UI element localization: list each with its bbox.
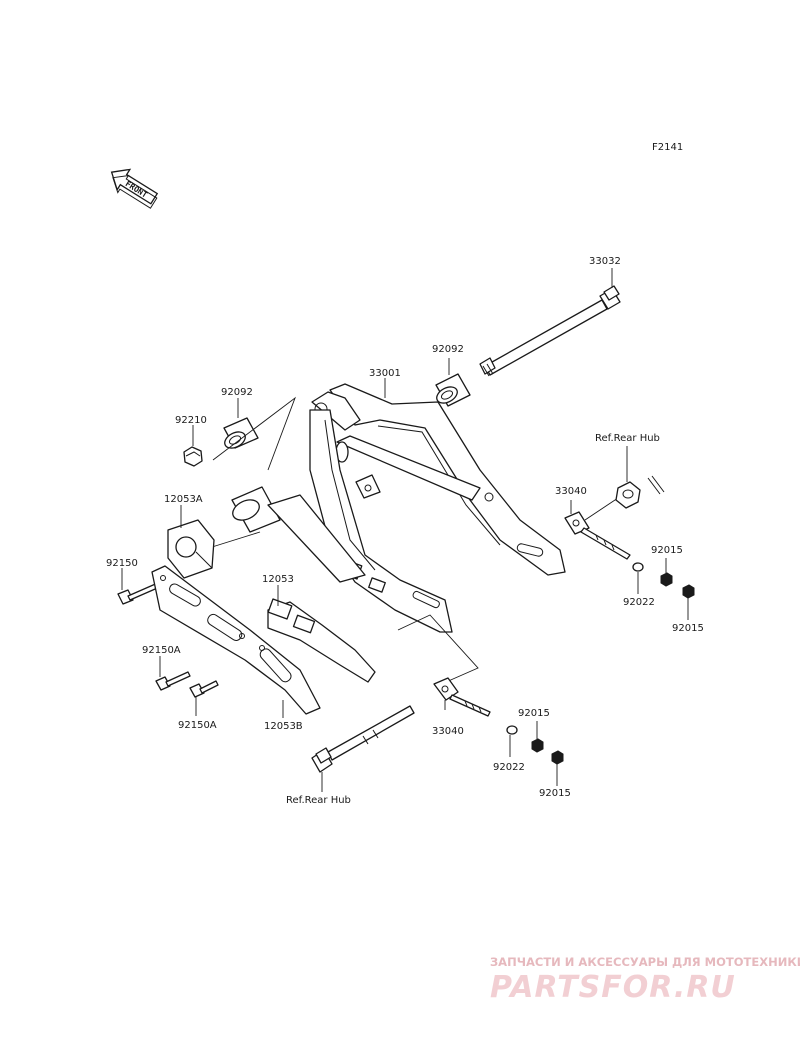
watermark-brand: PARTSFOR.RU bbox=[490, 970, 736, 1005]
label-92015-b: 92015 bbox=[672, 623, 704, 634]
guide-line-bracket bbox=[211, 531, 261, 548]
swingarm-33001 bbox=[309, 383, 566, 633]
bolt-92150A-a bbox=[155, 671, 191, 691]
label-ref-rear-hub-bottom: Ref.Rear Hub bbox=[286, 795, 351, 806]
chain-guide-plate-12053B bbox=[151, 565, 321, 715]
collar-92092-right bbox=[435, 373, 471, 407]
watermark: ЗАПЧАСТИ И АКСЕССУАРЫ ДЛЯ МОТОТЕХНИКИ PA… bbox=[490, 955, 800, 1005]
label-33040-top: 33040 bbox=[555, 486, 587, 497]
label-33040-bottom: 33040 bbox=[432, 726, 464, 737]
collar-92092-left bbox=[223, 417, 259, 449]
pivot-boss-left bbox=[231, 486, 366, 583]
front-direction-arrow-icon: FRONT bbox=[110, 168, 159, 209]
chain-adjuster-33040-bottom bbox=[433, 677, 491, 717]
nut-92015-c bbox=[531, 738, 544, 753]
label-92150: 92150 bbox=[106, 558, 138, 569]
label-12053: 12053 bbox=[262, 574, 294, 585]
label-92150A-b: 92150A bbox=[178, 720, 217, 731]
holder-12053A bbox=[167, 519, 215, 579]
label-12053B: 12053B bbox=[264, 721, 303, 732]
label-92015-a: 92015 bbox=[651, 545, 683, 556]
nut-92015-a bbox=[660, 572, 673, 587]
label-92210: 92210 bbox=[175, 415, 207, 426]
bolt-92150A-b bbox=[189, 680, 219, 698]
guide-line-collar bbox=[212, 396, 296, 471]
label-ref-rear-hub-top: Ref.Rear Hub bbox=[595, 433, 660, 444]
label-33001: 33001 bbox=[369, 368, 401, 379]
label-92015-c: 92015 bbox=[518, 708, 550, 719]
watermark-tagline: ЗАПЧАСТИ И АКСЕССУАРЫ ДЛЯ МОТОТЕХНИКИ bbox=[490, 955, 800, 969]
label-92015-d: 92015 bbox=[539, 788, 571, 799]
label-92092-left: 92092 bbox=[221, 387, 253, 398]
label-92150A-a: 92150A bbox=[142, 645, 181, 656]
diagram-code: F2141 bbox=[652, 142, 683, 153]
guide-line-axle bbox=[397, 614, 479, 687]
washer-92022-top bbox=[632, 562, 644, 572]
nut-92210 bbox=[183, 446, 203, 467]
chain-adjuster-33040-top bbox=[564, 511, 631, 560]
nut-92015-b bbox=[682, 584, 695, 599]
nut-92015-d bbox=[551, 750, 564, 765]
label-12053A: 12053A bbox=[164, 494, 203, 505]
label-92022-top: 92022 bbox=[623, 597, 655, 608]
pivot-shaft-33032 bbox=[479, 285, 621, 377]
rear-axle bbox=[311, 705, 415, 773]
guide-line-adjuster bbox=[584, 497, 619, 521]
cotter-pin-icon bbox=[647, 475, 665, 495]
label-92022-bottom: 92022 bbox=[493, 762, 525, 773]
chain-guide-12053 bbox=[267, 598, 376, 683]
axle-nut-top bbox=[615, 481, 641, 509]
label-33032: 33032 bbox=[589, 256, 621, 267]
washer-92022-bottom bbox=[506, 725, 518, 735]
label-92092-right: 92092 bbox=[432, 344, 464, 355]
